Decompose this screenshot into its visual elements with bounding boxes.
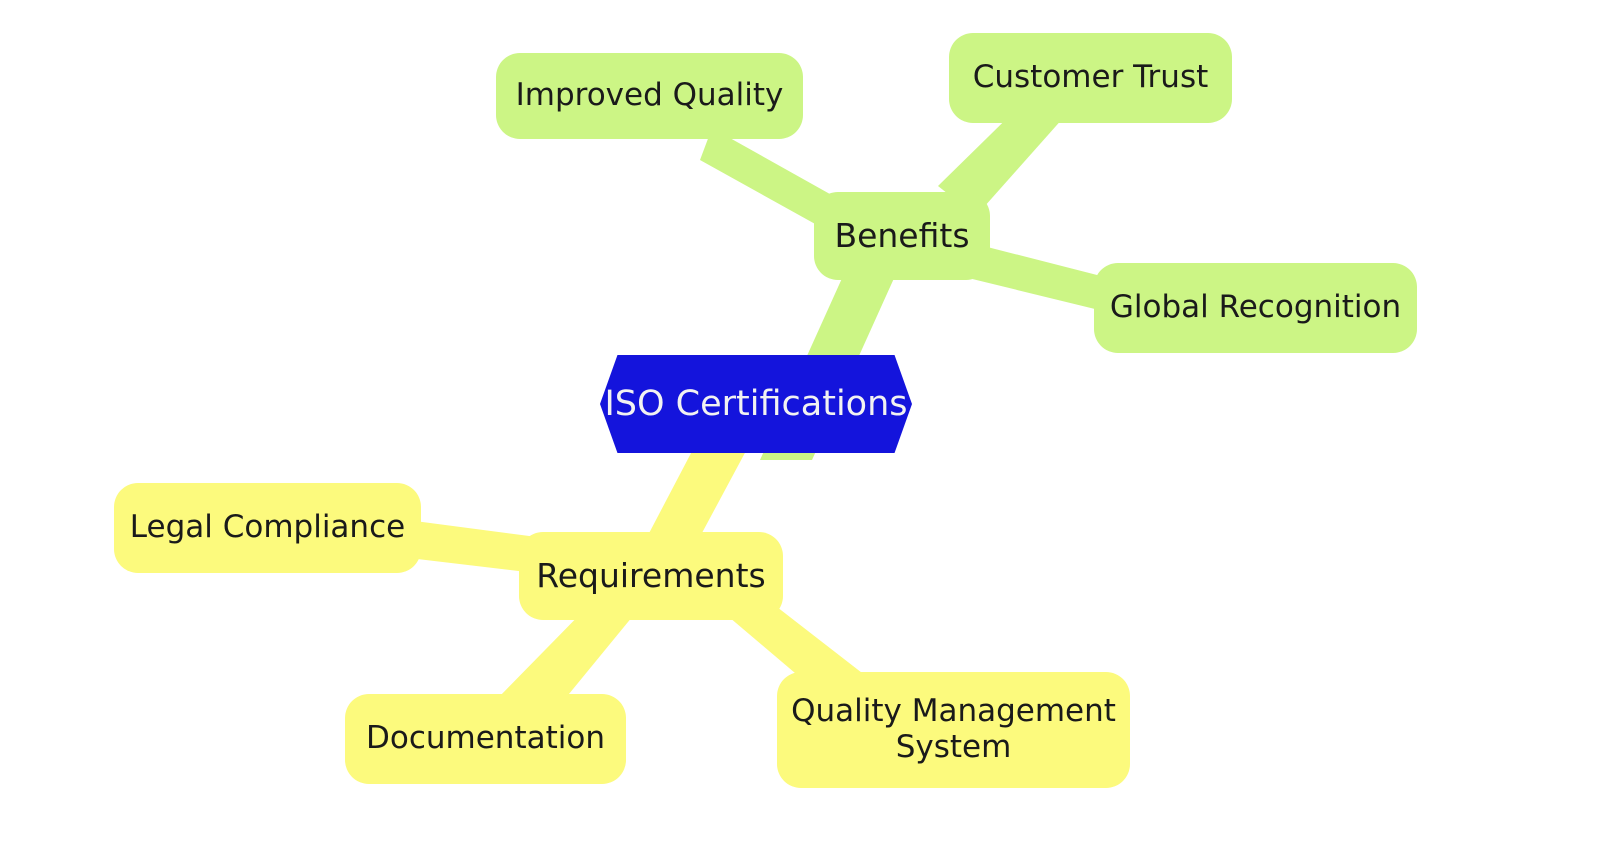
node-label-benefits: Benefits: [834, 215, 970, 255]
hexagon-shape: [600, 355, 912, 453]
edge-requirements-legal-compliance: [392, 518, 560, 576]
node-global-recognition[interactable]: Global Recognition: [1094, 263, 1417, 353]
node-benefits[interactable]: Benefits: [814, 192, 990, 280]
node-label-improved-quality: Improved Quality: [515, 77, 784, 114]
node-label-customer-trust: Customer Trust: [972, 59, 1209, 96]
edge-requirements-documentation: [496, 600, 646, 722]
node-label-legal-compliance: Legal Compliance: [129, 509, 406, 546]
node-label-quality-management-system: Quality Management System: [791, 693, 1116, 765]
node-quality-management-system[interactable]: Quality Management System: [777, 672, 1130, 788]
node-iso-certifications[interactable]: ISO Certifications: [600, 355, 912, 453]
node-requirements[interactable]: Requirements: [519, 532, 783, 620]
node-label-iso-certifications: ISO Certifications: [604, 383, 908, 424]
node-customer-trust[interactable]: Customer Trust: [949, 33, 1232, 123]
node-label-requirements: Requirements: [536, 555, 766, 595]
node-label-documentation: Documentation: [366, 720, 605, 757]
node-documentation[interactable]: Documentation: [345, 694, 626, 784]
node-label-global-recognition: Global Recognition: [1109, 289, 1402, 326]
node-improved-quality[interactable]: Improved Quality: [496, 53, 803, 139]
node-legal-compliance[interactable]: Legal Compliance: [114, 483, 421, 573]
